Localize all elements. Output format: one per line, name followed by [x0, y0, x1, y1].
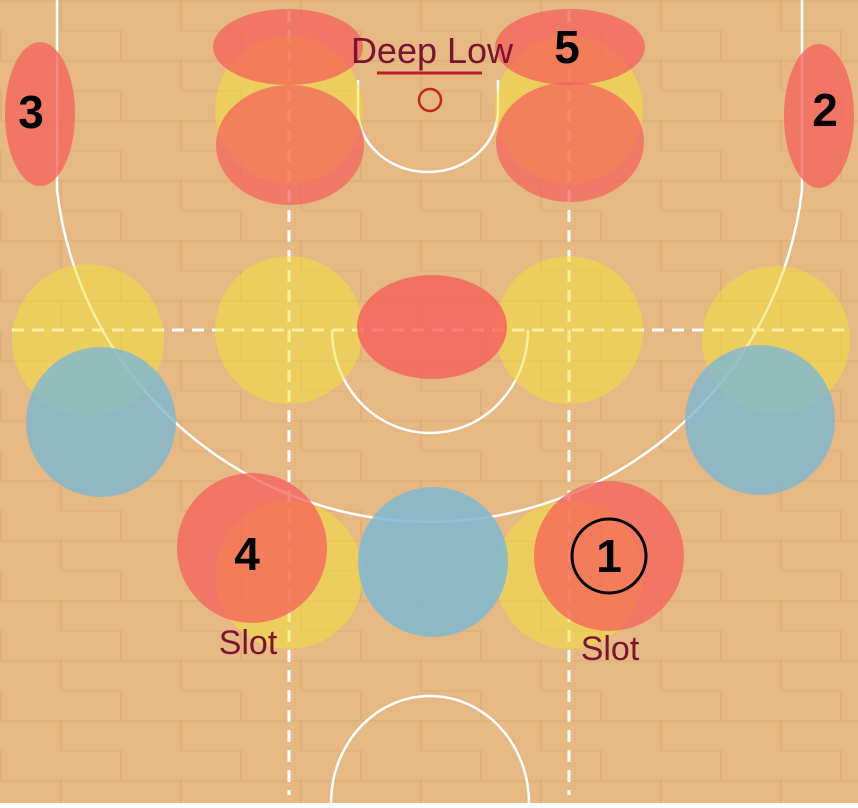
zone-ellipse-red — [216, 85, 364, 205]
zone-ellipse-red — [496, 82, 644, 202]
player-1: 1 — [596, 530, 622, 582]
zone-circle-blue — [685, 345, 835, 495]
player-4: 4 — [234, 528, 260, 580]
player-3: 3 — [18, 86, 44, 138]
zone-ellipse-red — [784, 44, 854, 188]
slot-label-left: Slot — [219, 624, 278, 662]
zone-circle-blue — [358, 487, 508, 637]
zone-circle-red — [534, 481, 684, 631]
half-court-circle-arc — [329, 694, 531, 804]
zone-ellipse-red — [495, 9, 645, 85]
zone-circle-yellow — [215, 256, 363, 404]
zone-ellipse-red — [213, 9, 363, 85]
player-2: 2 — [812, 84, 838, 136]
zone-ellipse-red — [357, 275, 507, 379]
slot-label-right: Slot — [581, 630, 640, 668]
circled-player-icon — [570, 517, 648, 595]
zone-circle-yellow — [495, 256, 643, 404]
zone-circle-red — [177, 473, 327, 623]
key-lower-arc — [356, 80, 500, 174]
player-5: 5 — [554, 21, 580, 73]
zone-ellipse-red — [5, 42, 75, 186]
zone-circle-blue — [26, 347, 176, 497]
deep-low-label: Deep Low — [351, 30, 514, 71]
zone-overlays — [5, 9, 854, 649]
basket-rim-icon — [417, 87, 443, 113]
